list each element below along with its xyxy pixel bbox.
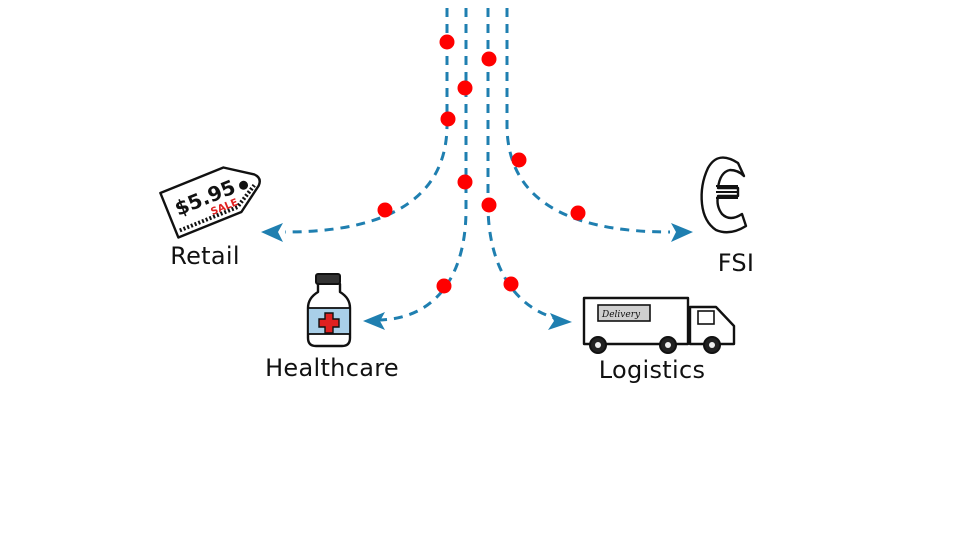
arrowhead-fsi xyxy=(671,223,693,242)
data-dot xyxy=(481,197,497,213)
flow-line-retail xyxy=(284,8,449,234)
price-tag-icon: $5.95 SALE xyxy=(159,166,261,239)
data-dot xyxy=(570,205,586,221)
arrowhead-retail xyxy=(261,223,283,242)
flow-line-healthcare xyxy=(379,8,468,322)
data-dot xyxy=(457,80,473,96)
data-dot xyxy=(503,276,519,292)
data-dot xyxy=(511,152,527,168)
branch-label-healthcare: Healthcare xyxy=(265,354,399,382)
data-dot xyxy=(436,278,452,294)
delivery-truck-icon: Delivery xyxy=(582,296,736,354)
data-dot xyxy=(481,51,497,67)
arrowhead-healthcare xyxy=(363,312,385,330)
branch-label-retail: Retail xyxy=(170,242,240,270)
flow-line-logistics xyxy=(486,8,556,320)
flow-line-fsi xyxy=(505,8,671,234)
data-dot xyxy=(439,34,455,50)
tag-price: $5.95 xyxy=(171,175,239,221)
arrowhead-logistics xyxy=(548,313,572,330)
euro-icon xyxy=(700,156,748,234)
data-dot xyxy=(440,111,456,127)
medicine-bottle-icon xyxy=(306,273,352,348)
truck-sign: Delivery xyxy=(601,310,641,320)
branch-label-logistics: Logistics xyxy=(598,356,706,384)
branch-label-fsi: FSI xyxy=(717,249,755,277)
data-dot xyxy=(377,202,393,218)
data-dot xyxy=(457,174,473,190)
